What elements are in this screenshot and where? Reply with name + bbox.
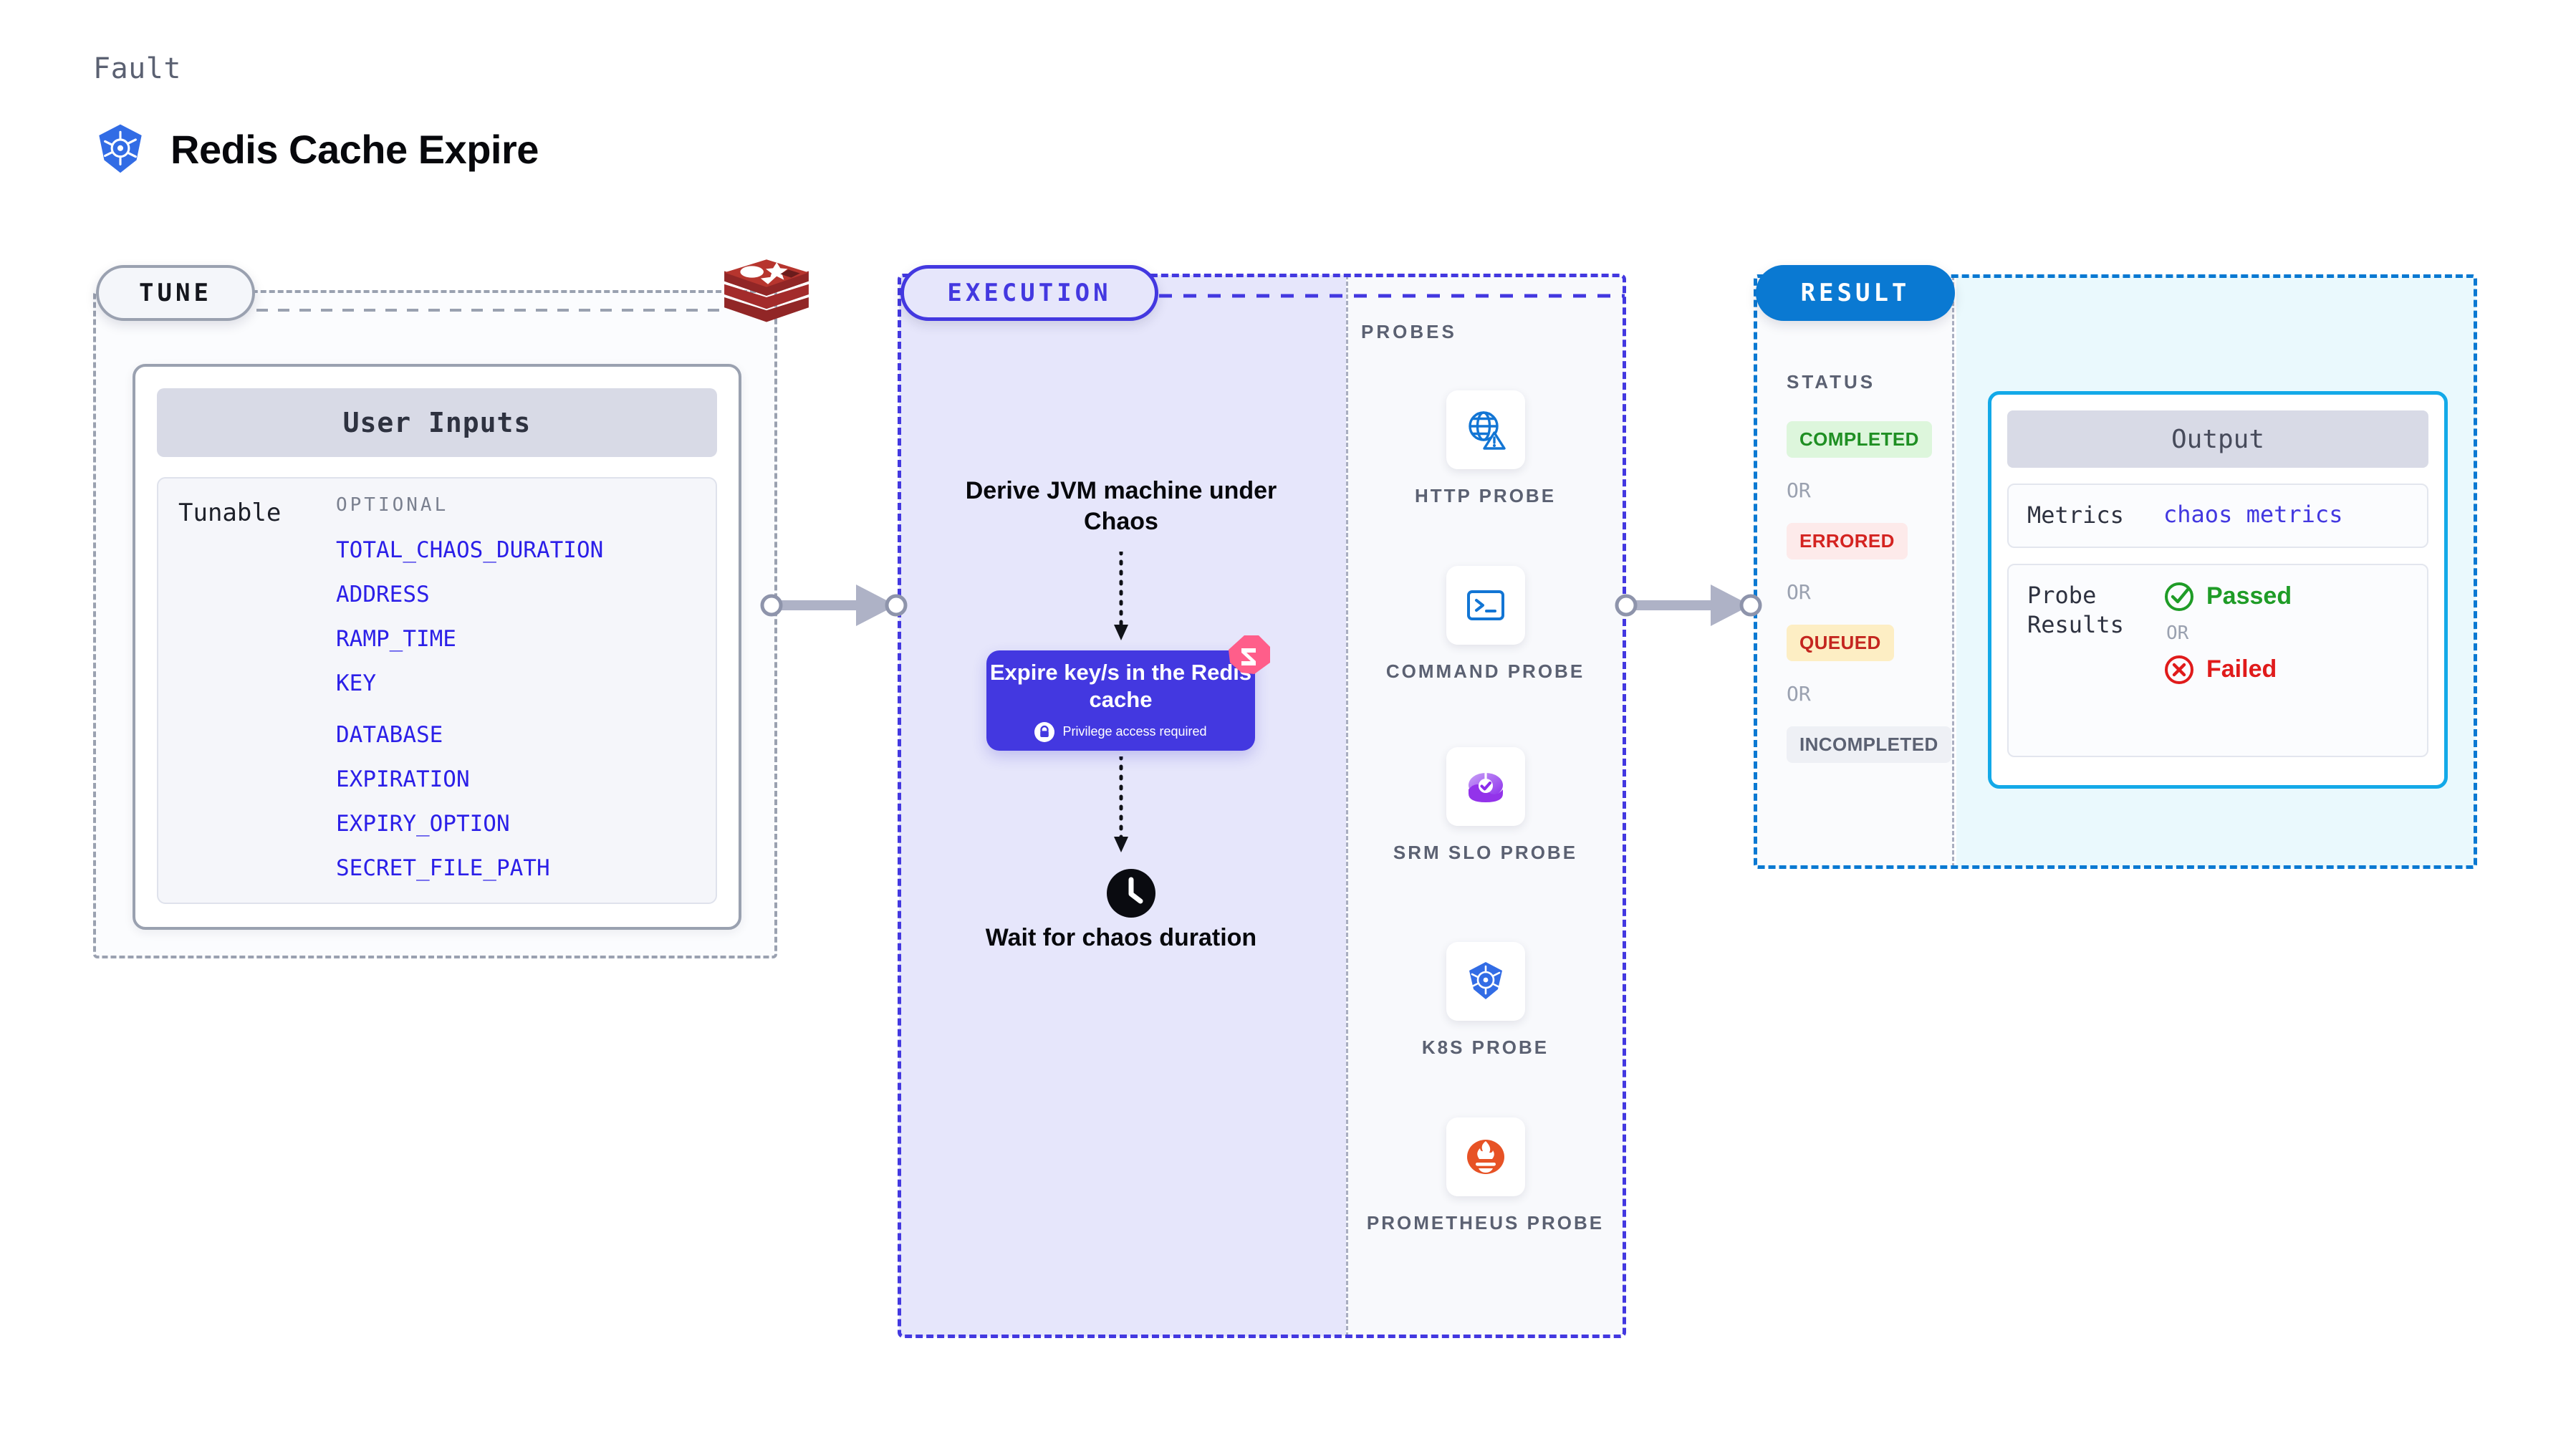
param-secret-file-path[interactable]: SECRET_FILE_PATH xyxy=(336,855,550,881)
param-ramp-time[interactable]: RAMP_TIME xyxy=(336,626,456,652)
tune-to-execution-arrow xyxy=(760,585,908,626)
action-card-title: Expire key/s in the Redis cache xyxy=(989,660,1252,712)
execution-to-result-arrow xyxy=(1615,585,1762,626)
output-metrics-value[interactable]: chaos metrics xyxy=(2163,501,2343,528)
probe-prometheus-tile[interactable] xyxy=(1446,1117,1525,1196)
status-badge-errored: ERRORED xyxy=(1787,523,1908,559)
output-title: Output xyxy=(2007,410,2428,468)
globe-warning-icon xyxy=(1468,411,1506,450)
probe-result-or: OR xyxy=(2166,622,2189,644)
fault-kicker: Fault xyxy=(93,52,181,85)
probe-http[interactable]: HTTP PROBE xyxy=(1346,390,1625,509)
harness-ribbon-icon xyxy=(1229,635,1270,674)
optional-label: OPTIONAL xyxy=(336,494,449,516)
execution-top-dashed-line xyxy=(1159,294,1625,298)
execution-step-wait: Wait for chaos duration xyxy=(985,924,1257,951)
status-badge-queued: QUEUED xyxy=(1787,625,1894,661)
param-key[interactable]: KEY xyxy=(336,670,376,696)
probe-result-failed: Failed xyxy=(2163,654,2292,686)
result-pill: RESULT xyxy=(1756,265,1955,321)
user-inputs-body: Tunable OPTIONAL TOTAL_CHAOS_DURATION AD… xyxy=(157,477,717,904)
wait-clock-icon-wrap xyxy=(1107,869,1155,921)
probe-srm-slo-tile[interactable] xyxy=(1446,747,1525,826)
user-inputs-card: User Inputs Tunable OPTIONAL TOTAL_CHAOS… xyxy=(133,364,741,930)
probe-prometheus[interactable]: PROMETHEUS PROBE xyxy=(1346,1117,1625,1236)
probe-k8s[interactable]: K8S PROBE xyxy=(1346,942,1625,1060)
probe-http-tile[interactable] xyxy=(1446,390,1525,469)
result-panel xyxy=(1754,274,2477,869)
output-card: Output Metrics chaos metrics Probe Resul… xyxy=(1988,391,2448,789)
status-or-2: OR xyxy=(1787,580,1811,604)
probe-result-passed: Passed xyxy=(2163,581,2292,612)
probe-k8s-tile[interactable] xyxy=(1446,942,1525,1021)
probe-prometheus-label: PROMETHEUS PROBE xyxy=(1366,1212,1605,1234)
param-expiry-option[interactable]: EXPIRY_OPTION xyxy=(336,811,510,837)
page-title-row: Redis Cache Expire xyxy=(93,122,539,176)
execution-pill: EXECUTION xyxy=(900,265,1158,321)
output-metrics-row: Metrics chaos metrics xyxy=(2007,484,2428,548)
probes-section-label: PROBES xyxy=(1361,321,1457,342)
srm-slo-icon xyxy=(1468,771,1503,802)
status-panel-fill xyxy=(1755,276,1954,867)
probe-result-passed-label: Passed xyxy=(2206,582,2292,610)
prometheus-icon xyxy=(1466,1140,1504,1174)
status-section-label: STATUS xyxy=(1787,371,1876,393)
privilege-badge: Privilege access required xyxy=(1034,721,1207,742)
clock-icon xyxy=(1107,869,1155,918)
page-title: Redis Cache Expire xyxy=(170,126,539,172)
probe-srm-slo[interactable]: SRM SLO PROBE xyxy=(1346,747,1625,865)
kubernetes-icon xyxy=(1469,962,1502,999)
output-probe-results-values: Passed OR Failed xyxy=(2163,581,2292,740)
tunable-label: Tunable xyxy=(178,499,282,527)
probe-command-label: COMMAND PROBE xyxy=(1385,660,1585,682)
param-expiration[interactable]: EXPIRATION xyxy=(336,766,470,792)
arrow-step1-to-action xyxy=(1114,552,1128,640)
kubernetes-icon xyxy=(99,124,142,173)
output-metrics-key: Metrics xyxy=(2027,501,2124,529)
probe-command-tile[interactable] xyxy=(1446,566,1525,645)
lock-icon xyxy=(1034,721,1055,742)
privilege-badge-label: Privilege access required xyxy=(1062,724,1207,739)
probe-command[interactable]: COMMAND PROBE xyxy=(1346,566,1625,684)
execution-step-derive: Derive JVM machine under Chaos xyxy=(965,477,1277,535)
status-badge-incompleted: INCOMPLETED xyxy=(1787,726,1951,763)
tune-pill: TUNE xyxy=(96,265,255,321)
probe-k8s-label: K8S PROBE xyxy=(1421,1037,1549,1058)
probe-http-label: HTTP PROBE xyxy=(1414,485,1557,506)
probe-srm-slo-label: SRM SLO PROBE xyxy=(1393,842,1578,863)
redis-icon xyxy=(724,259,809,322)
status-badge-completed: COMPLETED xyxy=(1787,421,1932,458)
x-circle-icon xyxy=(2165,655,2193,684)
terminal-icon xyxy=(1466,590,1504,620)
user-inputs-title: User Inputs xyxy=(157,388,717,457)
probe-result-failed-label: Failed xyxy=(2206,655,2277,683)
tunable-param-list: OPTIONAL TOTAL_CHAOS_DURATION ADDRESS RA… xyxy=(336,494,603,900)
execution-probes-panel xyxy=(898,274,1626,1338)
status-or-1: OR xyxy=(1787,479,1811,502)
output-probe-results-row: Probe Results Passed OR Failed xyxy=(2007,563,2428,757)
check-circle-icon xyxy=(2165,582,2193,611)
arrow-action-to-wait xyxy=(1114,756,1128,852)
param-address[interactable]: ADDRESS xyxy=(336,582,430,607)
tune-to-redis-dashed-line xyxy=(256,309,724,312)
status-or-3: OR xyxy=(1787,682,1811,706)
output-probe-results-key: Probe Results xyxy=(2027,581,2124,639)
param-total-chaos-duration[interactable]: TOTAL_CHAOS_DURATION xyxy=(336,537,604,563)
execution-action-card[interactable]: Expire key/s in the Redis cache Privileg… xyxy=(986,650,1255,751)
param-database[interactable]: DATABASE xyxy=(336,722,443,748)
